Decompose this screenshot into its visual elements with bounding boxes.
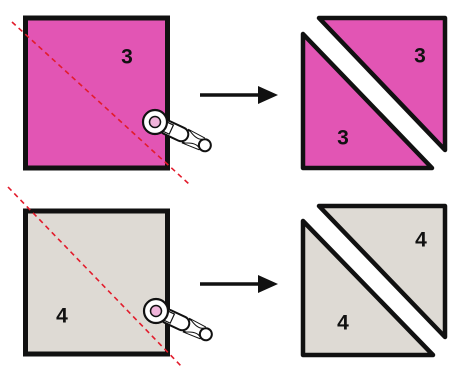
right-arrow-icon (200, 86, 278, 104)
triangle-label-top-right-row-1: 3 (414, 44, 426, 68)
square-label-row-2: 4 (56, 304, 68, 328)
cut-line-1 (11, 21, 190, 185)
rotary-cutter-icon (141, 108, 212, 153)
original-square-1 (11, 15, 212, 185)
cut-squares-2 (300, 203, 448, 358)
cut-squares-1 (300, 15, 448, 171)
fabric-square-2 (23, 208, 170, 357)
row-1 (11, 15, 448, 185)
triangle-label-top-right-row-2: 4 (415, 228, 427, 252)
right-arrow-icon (200, 275, 278, 293)
rotary-cutter-icon (142, 297, 213, 342)
triangle-top-right-1 (316, 15, 448, 153)
cut-line-2 (7, 186, 183, 368)
triangle-bottom-left-2 (300, 218, 436, 358)
fabric-square-1 (23, 15, 170, 171)
row-2 (7, 186, 448, 368)
triangle-top-right-2 (316, 203, 448, 340)
triangle-bottom-left-1 (300, 31, 435, 171)
square-label-row-1: 3 (121, 45, 133, 69)
triangle-label-bottom-left-row-2: 4 (337, 311, 349, 335)
original-square-2 (7, 186, 213, 368)
triangle-label-bottom-left-row-1: 3 (337, 126, 349, 150)
